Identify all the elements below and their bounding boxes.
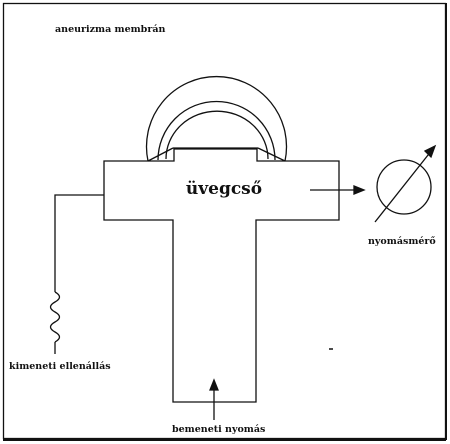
membrane-middle xyxy=(157,100,276,161)
input-arrowhead xyxy=(209,378,219,391)
resistor-coil xyxy=(49,291,61,343)
label-input-pressure: bemeneti nyomás xyxy=(172,424,265,435)
membrane-neck-right xyxy=(257,147,286,162)
membrane-inner xyxy=(165,110,269,160)
membrane-neck-left xyxy=(147,147,174,162)
resistance-wire xyxy=(54,194,104,292)
label-glass-tube: üvegcső xyxy=(186,179,262,199)
label-output-resistance: kimeneti ellenállás xyxy=(9,361,111,372)
glass-tube xyxy=(103,148,340,403)
pressure-gauge-needle-head xyxy=(423,144,437,159)
label-pressure-gauge: nyomásmérő xyxy=(368,236,436,247)
pressure-gauge-circle xyxy=(376,159,432,215)
output-arrowhead xyxy=(353,185,366,195)
membrane-outer xyxy=(145,75,288,162)
pressure-gauge-needle xyxy=(374,149,433,223)
diagram-border xyxy=(2,2,447,440)
label-aneurysm-membrane: aneurizma membrán xyxy=(55,24,165,35)
